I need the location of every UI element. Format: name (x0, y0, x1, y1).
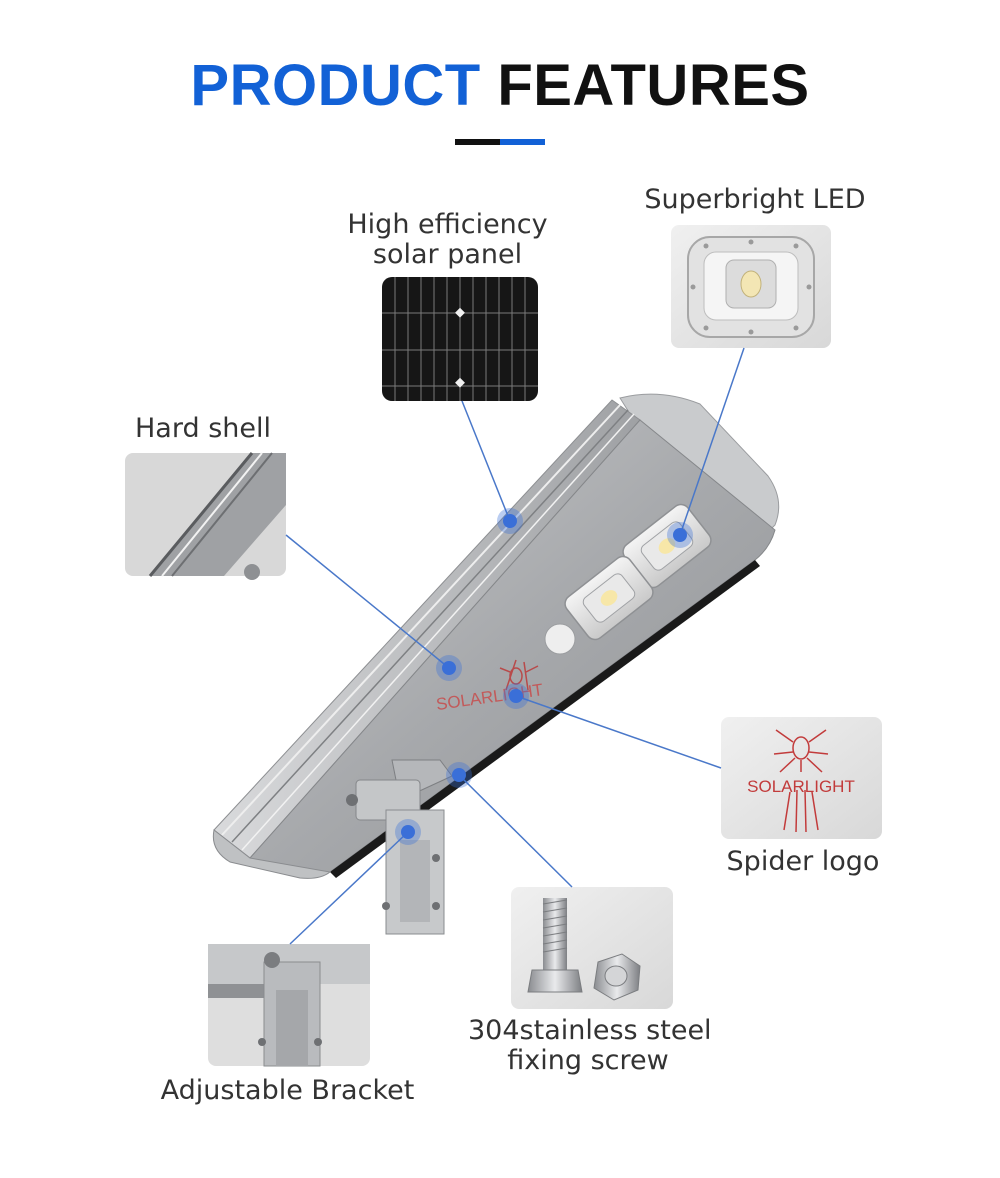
screw-label-line1: 304stainless steel (468, 1015, 712, 1046)
hard-shell-image (125, 452, 286, 580)
title-underline-blue (500, 139, 545, 145)
led-label: Superbright LED (644, 184, 866, 215)
callout-dot-solar-panel (497, 508, 523, 534)
callout-dot-led (667, 522, 693, 548)
bracket-image (208, 944, 370, 1067)
lamp-led-module-2 (564, 555, 654, 641)
solar-panel-label: High efficiency solar panel (340, 210, 555, 270)
hard-shell-label: Hard shell (135, 413, 271, 444)
screw-label-line2: fixing screw (507, 1045, 669, 1076)
led-image (671, 225, 831, 348)
callout-dot-hard-shell (436, 655, 462, 681)
callout-dot-screw (446, 762, 472, 788)
spider-logo-image: SOLARLIGHT (721, 717, 882, 839)
callout-lines (285, 347, 745, 945)
solar-panel-label-line2: solar panel (372, 239, 523, 270)
callout-dot-spider-logo (503, 683, 529, 709)
lamp-sensor (544, 623, 576, 655)
solar-panel-label-line1: High efficiency (347, 209, 548, 240)
title-underline-dark (455, 139, 500, 145)
lamp-body (212, 393, 780, 879)
screw-label: 304stainless steel fixing screw (468, 1015, 712, 1076)
spider-logo-text: SOLARLIGHT (747, 777, 855, 796)
spider-logo-label: Spider logo (726, 846, 880, 877)
callout-dot-bracket (395, 819, 421, 845)
screw-image (511, 887, 673, 1009)
lamp-bracket (346, 759, 453, 935)
title-word-product: PRODUCT (190, 53, 481, 118)
bracket-label: Adjustable Bracket (160, 1075, 415, 1106)
solar-panel-image (382, 277, 538, 401)
title-word-features: FEATURES (497, 53, 810, 118)
page-title: PRODUCT FEATURES (0, 52, 1000, 119)
